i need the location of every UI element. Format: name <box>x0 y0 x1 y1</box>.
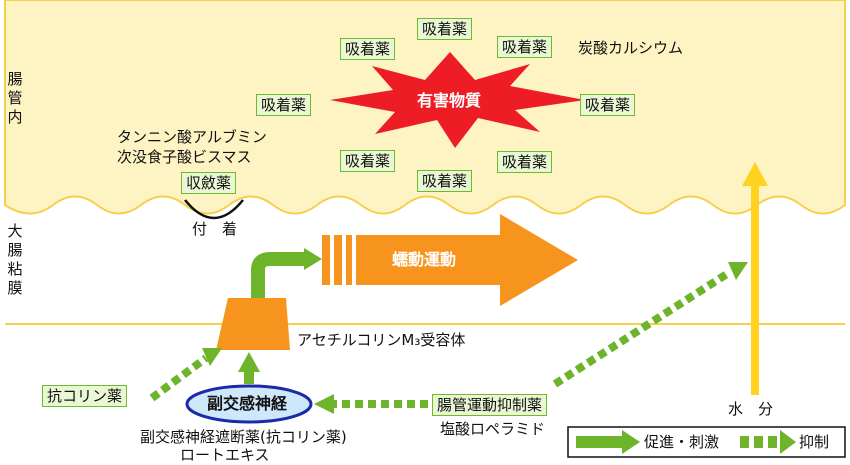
legend-promote-head <box>622 430 640 454</box>
water-arrow-shaft <box>751 185 759 395</box>
water-label: 水 分 <box>728 400 774 418</box>
toxin-label: 有害物質 <box>417 91 482 110</box>
adsorbent-box: 吸着薬 <box>497 36 553 58</box>
anticholinergic-inhibit-head <box>202 348 222 366</box>
adsorbent-box: 吸着薬 <box>417 170 473 192</box>
loperamide-inhibit-head <box>728 262 748 280</box>
peristalsis-label: 蠕動運動 <box>392 250 457 269</box>
adsorbent-box: 吸着薬 <box>497 151 553 173</box>
adsorbent-box: 吸着薬 <box>340 150 396 172</box>
parasympathetic-blocker-1: 副交感神経遮断薬(抗コリン薬) <box>140 428 347 446</box>
parasympathetic-blocker-2: ロートエキス <box>180 446 270 464</box>
legend-inhibit-head <box>780 430 796 454</box>
legend-inhibit-label: 抑制 <box>799 433 830 451</box>
parasympathetic-ellipse <box>185 384 313 424</box>
adsorbent-box: 吸着薬 <box>580 94 636 116</box>
astringent-box: 収斂薬 <box>181 172 237 194</box>
water-arrow-head <box>742 162 768 186</box>
region-intestinal-lumen: 腸管内 <box>7 70 23 126</box>
promote-pipe-head <box>304 248 322 270</box>
legend-promote-swatch <box>576 436 624 448</box>
receptor-label: アセチルコリンM₃受容体 <box>297 331 466 349</box>
motility-inhibitor-box: 腸管運動抑制薬 <box>432 394 548 416</box>
adhesion-label: 付 着 <box>192 220 238 238</box>
astringent-drug-2: 次没食子酸ビスマス <box>117 148 252 166</box>
loperamide-label: 塩酸ロペラミド <box>440 420 546 438</box>
para-to-receptor-shaft <box>244 370 254 384</box>
astringent-drug-1: タンニン酸アルブミン <box>117 128 267 146</box>
peristalsis-arrow <box>322 214 578 306</box>
toxin-burst <box>330 52 585 148</box>
adsorbent-box: 吸着薬 <box>256 94 312 116</box>
motility-inhibit-head <box>314 394 334 414</box>
parasympathetic-label: 副交感神経 <box>207 394 288 413</box>
adsorbent-box: 吸着薬 <box>340 38 396 60</box>
adhesion-arc <box>184 199 244 220</box>
para-to-receptor-head <box>238 352 260 372</box>
adsorbent-box: 吸着薬 <box>417 18 473 40</box>
receptor-shape <box>216 298 290 350</box>
loperamide-inhibit-arrow <box>552 268 733 388</box>
calcium-carbonate-label: 炭酸カルシウム <box>578 39 684 57</box>
legend-promote-label: 促進・刺激 <box>644 433 720 451</box>
region-colon-mucosa: 大腸粘膜 <box>7 222 23 297</box>
promote-pipe <box>251 252 306 298</box>
anticholinergic-inhibit-arrow <box>149 354 209 402</box>
anticholinergic-box: 抗コリン薬 <box>42 385 128 407</box>
